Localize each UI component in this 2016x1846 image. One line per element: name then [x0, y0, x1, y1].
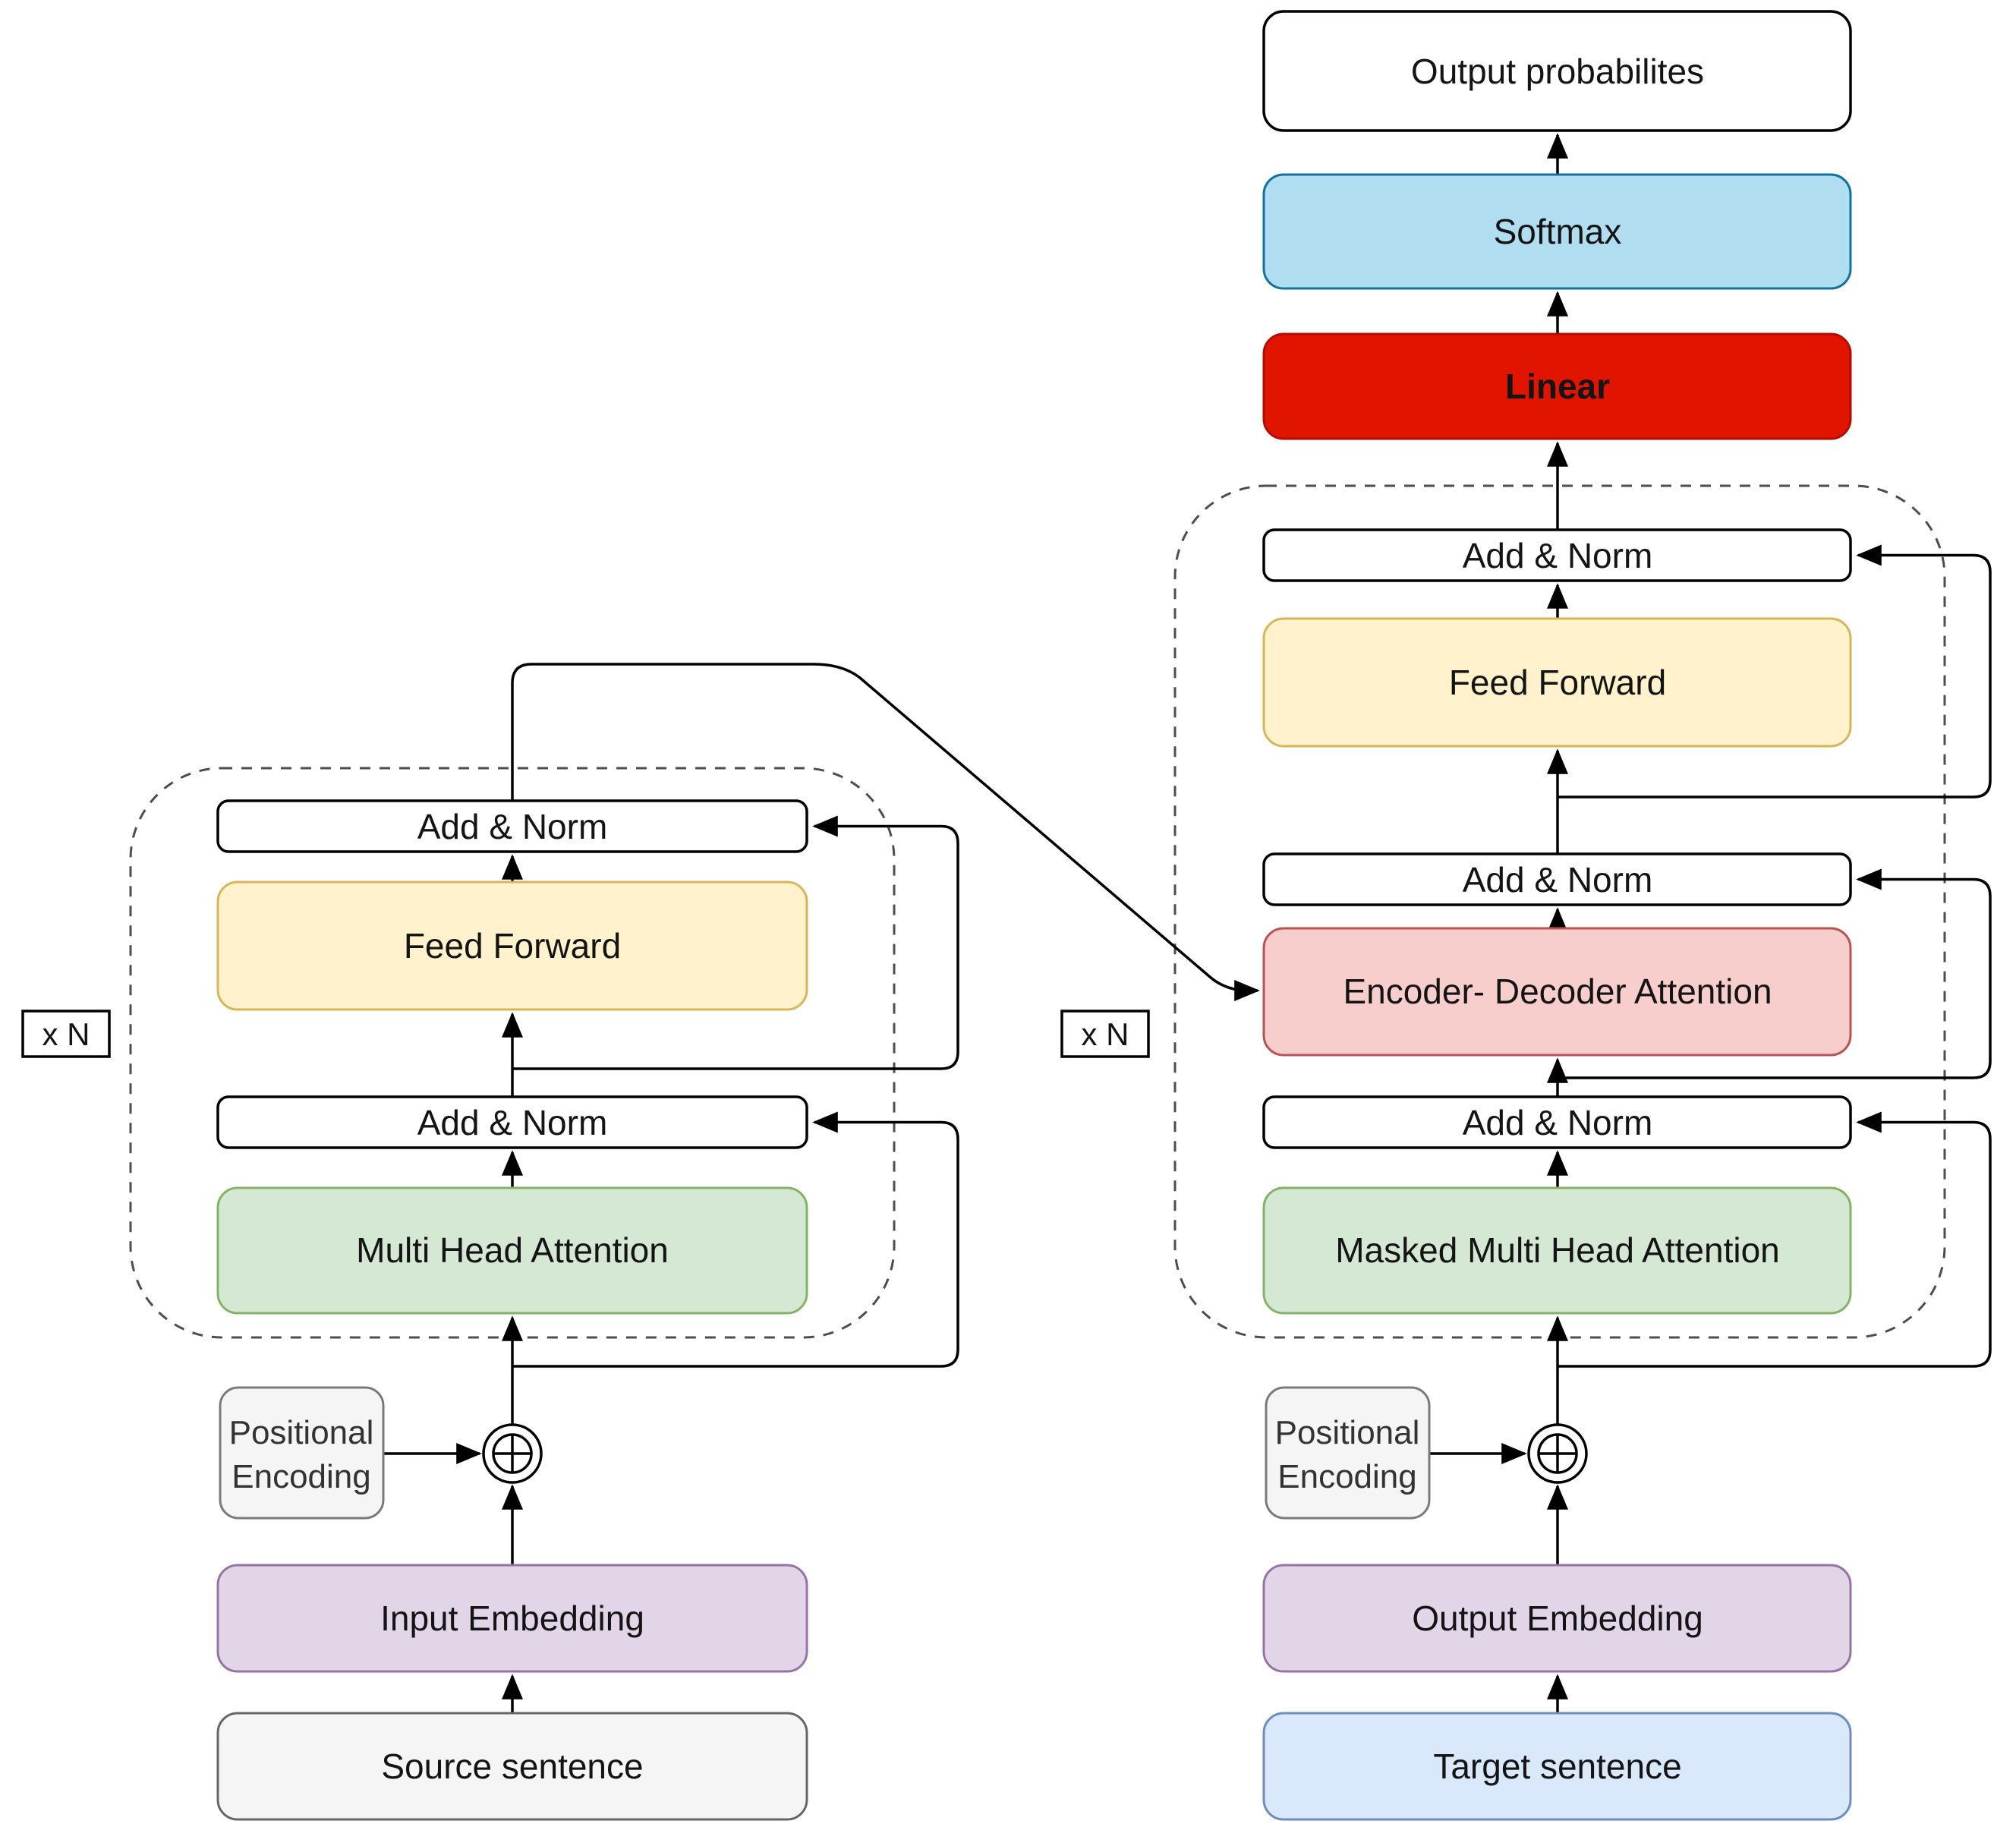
positional-encoding-decoder-line1: Positional	[1275, 1414, 1420, 1451]
block-linear: Linear	[1262, 332, 1852, 440]
decoder-repeat-badge-label: x N	[1082, 1016, 1129, 1052]
softmax-box	[1262, 173, 1852, 290]
positional-encoding-decoder-line2: Encoding	[1277, 1458, 1416, 1495]
positional-encoding-box	[219, 1386, 385, 1520]
decoder-edges	[1429, 133, 1992, 1713]
encoder-edges	[383, 663, 1260, 1713]
input-embedding-label: Input Embedding	[380, 1599, 644, 1638]
edge-residual-around-enc-dec-attention	[1558, 868, 1992, 1079]
edge-residual-around-masked-mha	[1558, 1111, 1992, 1368]
decoder-column: Target sentence Output Embedding Positio…	[1060, 10, 1852, 1821]
decoder-add-norm-3-box	[1262, 528, 1852, 582]
linear-box	[1262, 332, 1852, 440]
block-masked-multi-head-attention: Masked Multi Head Attention	[1262, 1186, 1852, 1315]
target-sentence-box	[1262, 1712, 1852, 1821]
block-target-sentence: Target sentence	[1262, 1712, 1852, 1821]
encoder-feed-forward-label: Feed Forward	[404, 926, 621, 966]
encoder-add-norm-2-box	[216, 799, 808, 853]
positional-encoding-decoder-box	[1265, 1386, 1431, 1520]
positional-encoding-line2: Encoding	[232, 1458, 370, 1495]
edge-encoder-output-to-decoder-attention	[511, 663, 1260, 1001]
masked-multi-head-attention-label: Masked Multi Head Attention	[1335, 1230, 1780, 1270]
encoder-repeat-badge-label: x N	[43, 1016, 90, 1052]
block-multi-head-attention: Multi Head Attention	[216, 1186, 808, 1315]
edge-residual-around-decoder-feed-forward	[1558, 544, 1992, 799]
decoder-add-norm-2-box	[1262, 852, 1852, 906]
block-encoder-decoder-attention: Encoder- Decoder Attention	[1262, 927, 1852, 1057]
block-decoder-feed-forward: Feed Forward	[1262, 617, 1852, 748]
positional-encoding-line1: Positional	[229, 1414, 374, 1451]
multi-head-attention-box	[216, 1186, 808, 1315]
decoder-add-norm-2-label: Add & Norm	[1463, 860, 1653, 899]
output-embedding-box	[1262, 1564, 1852, 1673]
decoder-add-norm-1-box	[1262, 1095, 1852, 1149]
encoder-feed-forward-box	[216, 880, 808, 1011]
output-probabilities-box	[1262, 10, 1852, 132]
softmax-label: Softmax	[1494, 212, 1622, 251]
target-sentence-label: Target sentence	[1433, 1747, 1681, 1786]
encoder-column: Source sentence Input Embedding Position…	[21, 799, 808, 1821]
block-decoder-add-norm-2: Add & Norm	[1262, 852, 1852, 906]
input-embedding-box	[216, 1564, 808, 1673]
encoder-add-norm-1-box	[216, 1095, 808, 1149]
encoder-decoder-attention-box	[1262, 927, 1852, 1057]
block-encoder-add-norm-1: Add & Norm	[216, 1095, 808, 1149]
multi-head-attention-label: Multi Head Attention	[356, 1230, 669, 1270]
edge-residual-around-mha	[512, 1111, 959, 1368]
block-decoder-add-norm-3: Add & Norm	[1262, 528, 1852, 582]
block-encoder-feed-forward: Feed Forward	[216, 880, 808, 1011]
encoder-add-norm-1-label: Add & Norm	[417, 1103, 608, 1142]
encoder-add-norm-2-label: Add & Norm	[417, 807, 608, 846]
decoder-repeat-badge-box	[1060, 1010, 1150, 1058]
decoder-feed-forward-label: Feed Forward	[1449, 663, 1666, 702]
linear-label: Linear	[1505, 367, 1610, 406]
edge-residual-around-feed-forward	[512, 815, 959, 1070]
block-positional-encoding-encoder: Positional Encoding	[219, 1386, 385, 1520]
decoder-feed-forward-box	[1262, 617, 1852, 748]
block-source-sentence: Source sentence	[216, 1712, 808, 1821]
block-input-embedding: Input Embedding	[216, 1564, 808, 1673]
encoder-repeat-badge: x N	[21, 1010, 111, 1058]
encoder-repeat-badge-box	[21, 1010, 111, 1058]
block-output-probabilities: Output probabilites	[1262, 10, 1852, 132]
block-output-embedding: Output Embedding	[1262, 1564, 1852, 1673]
decoder-repeat-badge: x N	[1060, 1010, 1150, 1058]
output-probabilities-label: Output probabilites	[1411, 52, 1704, 91]
decoder-add-norm-3-label: Add & Norm	[1463, 536, 1653, 575]
encoder-decoder-attention-label: Encoder- Decoder Attention	[1343, 972, 1772, 1011]
source-sentence-box	[216, 1712, 808, 1821]
block-decoder-add-norm-1: Add & Norm	[1262, 1095, 1852, 1149]
block-positional-encoding-decoder: Positional Encoding	[1265, 1386, 1431, 1520]
masked-multi-head-attention-box	[1262, 1186, 1852, 1315]
output-embedding-label: Output Embedding	[1412, 1599, 1703, 1638]
plus-circle-icon	[1527, 1423, 1588, 1484]
decoder-add-norm-1-label: Add & Norm	[1463, 1103, 1653, 1142]
block-encoder-add-norm-2: Add & Norm	[216, 799, 808, 853]
plus-circle-icon	[482, 1423, 543, 1484]
source-sentence-label: Source sentence	[381, 1747, 643, 1786]
block-softmax: Softmax	[1262, 173, 1852, 290]
